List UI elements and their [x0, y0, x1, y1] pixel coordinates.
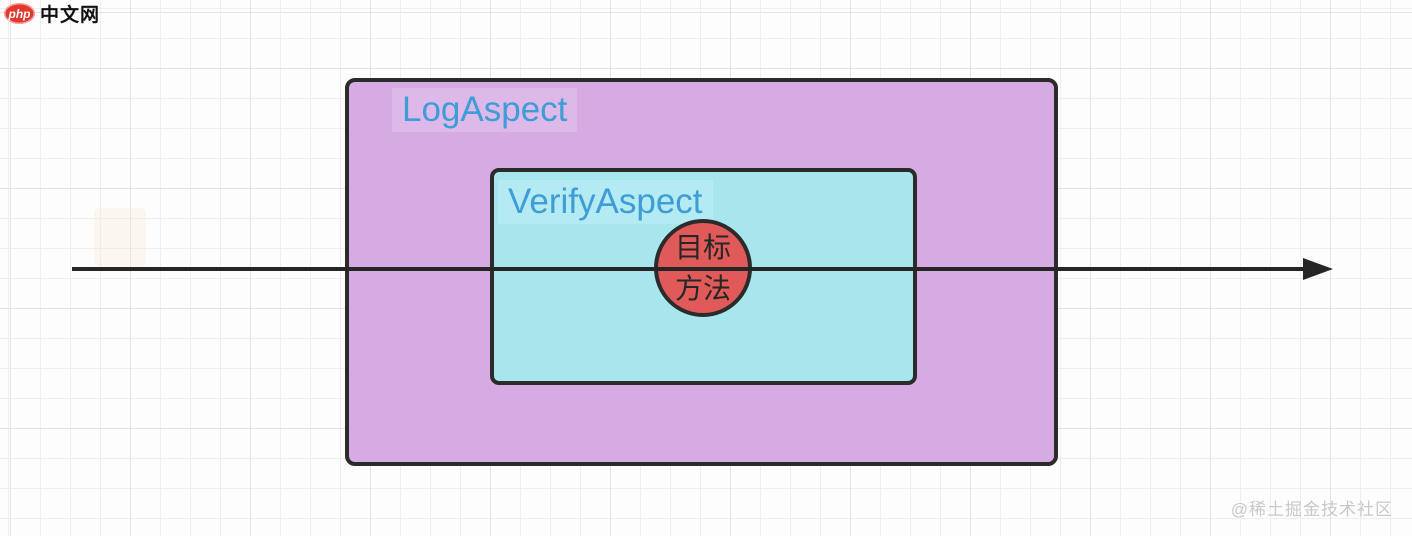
log-aspect-label: LogAspect — [392, 88, 578, 132]
flow-arrow-line — [72, 267, 1305, 271]
background-smudge — [94, 208, 146, 266]
verify-aspect-label: VerifyAspect — [498, 180, 713, 224]
flow-arrow-head-icon — [1303, 258, 1333, 280]
php-logo-icon: php — [4, 3, 35, 24]
site-logo: php 中文网 — [4, 0, 100, 27]
target-method-line2: 方法 — [674, 273, 731, 304]
target-method-text: 目标 方法 — [654, 219, 752, 317]
target-method-line1: 目标 — [674, 232, 731, 263]
community-watermark: @稀土掘金技术社区 — [1230, 500, 1393, 519]
site-logo-text: 中文网 — [40, 5, 101, 26]
